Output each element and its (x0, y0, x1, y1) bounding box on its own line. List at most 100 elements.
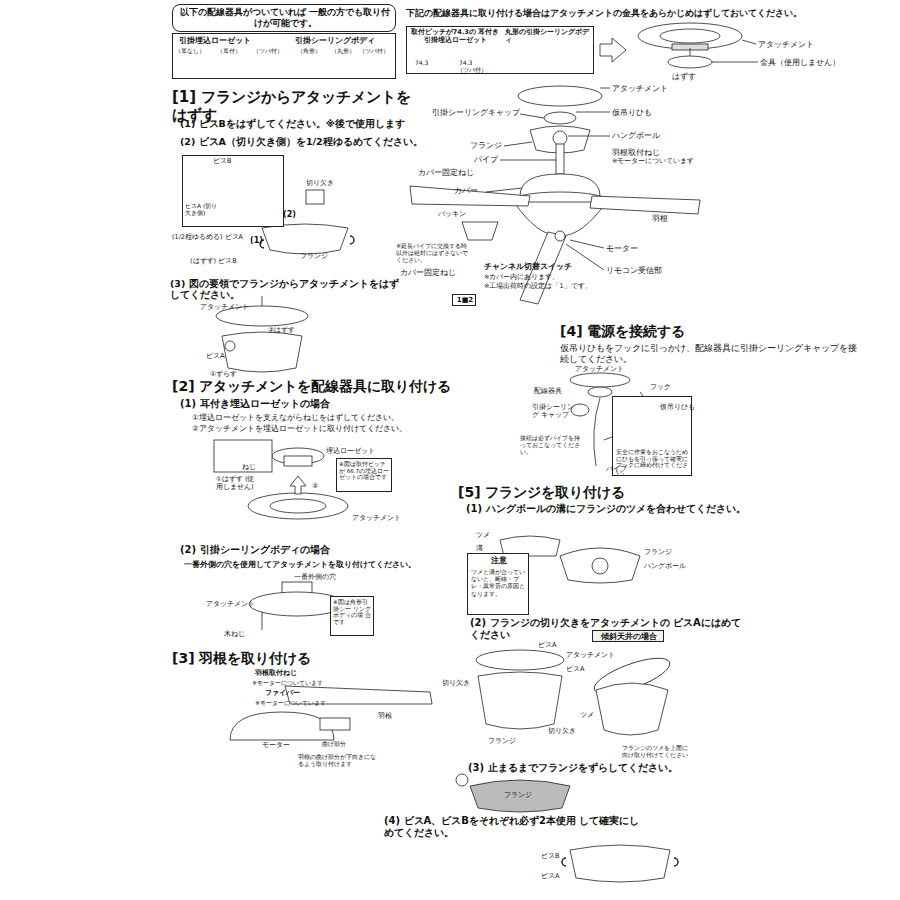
part-label: パッキン (438, 210, 466, 218)
info-box: ※図は取付ピッチが 66.7の埋込ロー ゼットの場合です (336, 458, 392, 492)
part-label: 羽根取付ねじ (255, 670, 297, 678)
part-label: ビスA (206, 352, 225, 360)
part-label: 仮吊りひも (612, 108, 652, 118)
blade (590, 196, 700, 214)
flange (222, 332, 302, 372)
part-label: リモコン受信部 (606, 266, 662, 276)
step-heading: [3] 羽根を取り付ける (172, 650, 311, 667)
part-label: はずす (672, 72, 696, 81)
instruction-text: (2) 引掛シーリングボディの場合 (180, 544, 330, 556)
part-label: モーター (262, 742, 290, 750)
instruction-text: (1) ビスBをはずしてください。※後で使用します (180, 118, 405, 129)
info-box: ビスB ビスA (切り欠き側) (182, 155, 284, 227)
leader-line (600, 88, 610, 89)
attachment (518, 86, 602, 106)
instruction-text: 下記の配線器具に取り付ける場合はアタッチメントの金具をあらかじめはずしておいてく… (406, 8, 802, 18)
part-label: (1/2程ゆるめる) ビスA (172, 234, 243, 242)
hang-ball (592, 558, 608, 574)
info-box: 引掛埋込ローゼット（耳なし）（耳付）（ツバ付）引掛シーリングボディ（角形）（丸形… (172, 33, 396, 79)
part-label: 溝 (476, 545, 483, 553)
arrow-line (262, 296, 263, 306)
part-label: ①はずす (使用しません) (216, 476, 260, 492)
motor (230, 712, 334, 740)
attachment-ring (660, 29, 720, 43)
part-label: アタッチメント (575, 366, 624, 374)
part-label: ツメ (476, 532, 490, 540)
node-text: （角形） (297, 47, 327, 54)
part-label: フランジ (504, 791, 532, 799)
node-text: 74.3 (459, 59, 489, 66)
part-label: アタッチメント (200, 303, 249, 311)
part-label: 切り欠き (548, 728, 576, 736)
leader-line (568, 136, 610, 137)
clip-mark (350, 236, 354, 244)
part-label: ①埋込ローゼットを支えながらねじをはずしてください。 (192, 413, 399, 422)
part-label: チャンネル切替スイッチ (484, 262, 572, 272)
instruction-text: (3) 図の要領でフランジからアタッチメントをはずしてください。 (170, 278, 400, 301)
part-label: ※モーターについています (612, 158, 694, 166)
attachment (248, 493, 348, 519)
direction-arrow (290, 476, 306, 494)
part-label: 曲げ部分 (322, 740, 346, 747)
node-text: （ツバ付） (359, 47, 397, 54)
notch-detail (306, 190, 324, 204)
step-heading: [2] アタッチメントを配線器具に取り付ける (172, 378, 451, 395)
part-label: 仮吊りひもをフックに引っかけ、配線器具に引掛シーリングキャップを接続してください… (560, 343, 860, 365)
leader-line (500, 160, 556, 161)
part-label: ※モーターについています (255, 699, 326, 706)
part-label: (1) (250, 236, 263, 246)
instruction-text: (4) ビスA、ビスBをそれぞれ必ず2本使用 して確実にしめてください。 (384, 815, 644, 839)
flange (596, 683, 668, 735)
hang-ball (553, 131, 567, 145)
part-label: 木ねじ (224, 630, 245, 638)
node-text: （ツバ付） (253, 47, 293, 54)
part-label: フランジ (300, 252, 328, 260)
info-box: ※図は角形引掛シー リングボディの場 合です (330, 596, 374, 636)
pipe (556, 144, 564, 174)
part-label: アタッチメント (352, 514, 401, 522)
node-text: 傾斜天井の場合 (594, 632, 664, 641)
bracket (668, 56, 712, 68)
leader-line (504, 142, 532, 146)
heading-box: 以下の配線器具がついていれば 一般の方でも取り付けが可能です。 (172, 4, 396, 32)
part-label: ※延長パイプに交換する時以外は絶対にはずさないでください。 (396, 242, 468, 264)
part-label: 一番外側の穴 (294, 574, 336, 582)
part-label: 埋込ローゼット (326, 447, 375, 455)
part-label: (はずす) ビスB (190, 258, 237, 266)
leader-line (486, 188, 522, 192)
clip-mark (562, 858, 566, 866)
step-heading: [4] 電源を接続する (560, 323, 685, 340)
part-label: 仮吊りひも (660, 404, 695, 412)
part-label: フランジのツメを上面に向け取り付けてください (622, 745, 688, 758)
node-text: 注意 (472, 556, 526, 566)
part-label: フランジ (488, 738, 516, 746)
part-label: フランジ (644, 548, 672, 556)
part-label: パイプ (474, 155, 498, 165)
part-label: ファイバー (265, 690, 300, 698)
rosette (284, 456, 312, 466)
leader-line (742, 40, 756, 44)
wood-screw (262, 612, 263, 630)
screw (456, 774, 468, 786)
part-label: ビスA (538, 642, 556, 650)
part-label: アタッチメント (758, 40, 814, 49)
inset-frame (320, 718, 350, 730)
part-label: ツメ (580, 712, 594, 720)
part-label: ※工場出荷時の設定は「1」です。 (484, 283, 592, 291)
part-label: アタッチメント (566, 652, 615, 660)
node-text: （丸形） (331, 47, 361, 54)
part-label: アタッチメント (612, 84, 668, 94)
clip-mark (674, 858, 678, 866)
screw (225, 341, 235, 351)
ceiling-cap (544, 112, 576, 124)
part-label: ビスB (541, 853, 559, 861)
node-text: ビスA (切り欠き側) (185, 202, 221, 216)
part-label: 引掛シーリング キャップ (532, 404, 578, 420)
node-text: 安全に作業をおこなうためにひもを引っ張って確実にフックに締め付けてください。 (616, 449, 690, 475)
part-label: 一番外側の穴を使用してアタッチメントを取り付けてください。 (184, 560, 416, 569)
part-label: ビスA (566, 666, 584, 674)
flange (262, 224, 348, 254)
node-text: 74.3 (415, 59, 445, 66)
node-text: ビスB (213, 158, 253, 166)
